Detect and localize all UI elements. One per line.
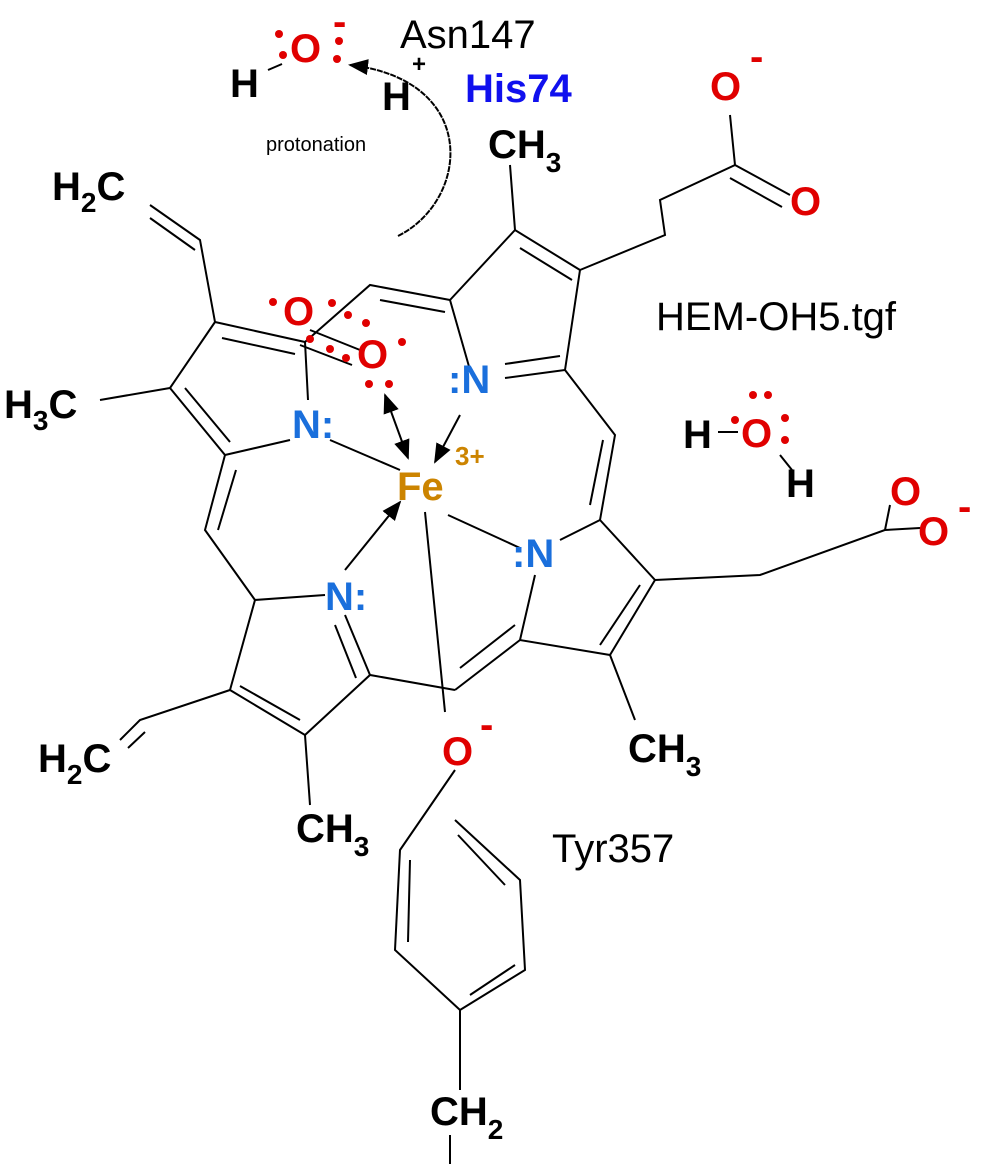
dioxygen-o2: O [357,333,388,377]
dioxygen-lone-pairs [269,298,406,388]
hydroxide-lone-pairs [275,30,343,63]
bonds [99,59,921,1164]
dioxygen-o1: O [283,290,314,334]
carboxylate2-o: O [890,470,921,514]
hydroxide-charge: - [333,0,346,44]
methyl-top: CH3 [488,123,561,178]
carboxylate-o: O [790,180,821,224]
iron-atom: Fe [397,465,444,509]
his74-label: His74 [465,67,572,111]
methyl-left: H3C [4,383,77,436]
methylene: CH2 [430,1090,503,1145]
file-label: HEM-OH5.tgf [656,295,897,339]
proton-charge: + [412,51,426,78]
carboxylate-o-minus: O [710,65,741,109]
water-h2: H [786,462,815,506]
carboxylate-charge: - [750,35,763,79]
nitrogen-c: :N [512,532,554,576]
nitrogen-d: N: [325,575,367,619]
protonation-label: protonation [266,134,366,156]
hydroxide-o: O [290,27,321,71]
tyrosine-o-charge: - [480,703,493,747]
iron-charge: 3+ [455,441,485,471]
nitrogen-a: N: [292,403,334,447]
nitrogen-b: :N [448,358,490,402]
water-h1: H [683,413,712,457]
methyl-bottom-right: CH3 [628,727,701,782]
hydroxide-h: H [230,62,259,106]
vinyl-bottom: H2C [38,737,111,790]
asn147-label: Asn147 [400,13,536,57]
proton-h: H [382,75,411,119]
carboxylate2-o-minus: O [918,510,949,554]
tyr357-label: Tyr357 [552,827,674,871]
water-o: O [741,412,772,456]
water-lone-pairs [731,391,789,444]
carboxylate2-charge: - [958,485,971,529]
vinyl-top: H2C [52,165,125,218]
methyl-bottom: CH3 [296,807,369,862]
tyrosine-o: O [442,730,473,774]
